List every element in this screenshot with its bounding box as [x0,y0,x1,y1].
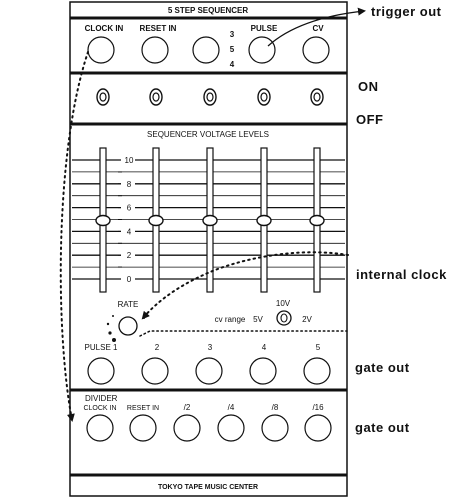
clock-in-jack[interactable] [87,36,115,64]
step-label-4: 4 [230,60,235,69]
panel-footer: TOKYO TAPE MUSIC CENTER [158,484,258,491]
toggle-switch-4[interactable] [257,88,271,106]
cv-range-2v: 2V [302,315,312,324]
toggle-switch-3[interactable] [203,88,217,106]
slider-knob-5[interactable] [309,214,325,227]
gate-out-jack-4[interactable] [249,357,277,385]
step-label-3: 3 [230,30,235,39]
step-label-5: 5 [230,45,235,54]
scale-label: 6 [127,204,132,213]
slider-knob-1[interactable] [95,214,111,227]
pulse-out-jack[interactable] [248,36,276,64]
slider-knob-4[interactable] [256,214,272,227]
scale-label: 10 [125,156,134,165]
cv-range-5v: 5V [253,315,263,324]
off-annotation: OFF [356,112,384,127]
on-annotation: ON [358,79,379,94]
cv-label: CV [312,24,324,33]
scale-label: 0 [127,275,132,284]
internal-clock-bus [139,330,348,337]
toggle-switch-1[interactable] [96,88,110,106]
divider-div4-jack[interactable] [217,414,245,442]
scale-label: 8 [127,180,132,189]
reset-in-label: RESET IN [140,24,177,33]
gate-out-jack-3[interactable] [195,357,223,385]
gate-out-jack-2[interactable] [141,357,169,385]
divider-div2-label: /2 [184,403,191,412]
internal-clock-annotation: internal clock [356,267,447,282]
scale-label-bg [121,226,135,237]
scale-label: 4 [127,227,132,236]
divider-title: DIVIDER [85,394,118,403]
slider-knob-3[interactable] [202,214,218,227]
gate-out-annotation-1: gate out [355,360,410,375]
scale-label-bg [121,178,135,189]
reset-in-jack[interactable] [141,36,169,64]
trigger-out-arrow [267,7,366,47]
divider-reset-in-jack[interactable] [129,414,157,442]
scale-label: 2 [127,251,132,260]
gate-label-1: PULSE 1 [85,343,118,352]
toggle-switch-2[interactable] [149,88,163,106]
scale-label-bg [121,250,135,261]
scale-label-bg [121,155,135,165]
rate-knob[interactable] [118,316,138,336]
gate-label-4: 4 [262,343,267,352]
divider-div2-jack[interactable] [173,414,201,442]
pulse-label: PULSE [251,24,278,33]
cv-out-jack[interactable] [302,36,330,64]
gate-label-2: 2 [155,343,160,352]
gate-out-annotation-2: gate out [355,420,410,435]
gate-out-jack-1[interactable] [87,357,115,385]
divider-div16-jack[interactable] [304,414,332,442]
panel-title: 5 STEP SEQUENCER [168,6,249,15]
scale-label-bg [121,202,135,213]
divider-div8-jack[interactable] [261,414,289,442]
cv-range-label: cv range [215,315,246,324]
step-count-knob[interactable] [192,36,220,64]
scale-label-bg [121,274,135,284]
toggle-switches [96,88,324,106]
divider-div4-label: /4 [228,403,235,412]
divider-div8-label: /8 [272,403,279,412]
divider-div16-label: /16 [312,403,324,412]
gate-label-5: 5 [316,343,321,352]
cv-range-switch[interactable] [276,310,292,326]
clock-in-label: CLOCK IN [85,24,124,33]
slider-tracks [95,147,325,293]
divider-clock-in-jack[interactable] [86,414,114,442]
gate-out-jack-5[interactable] [303,357,331,385]
slider-section-title: SEQUENCER VOLTAGE LEVELS [147,130,269,139]
rate-label: RATE [118,300,139,309]
divider-clock-in-label: CLOCK IN [83,405,116,412]
slider-knob-2[interactable] [148,214,164,227]
clock-patch-arrow [59,51,89,422]
trigger-out-annotation: trigger out [371,4,442,19]
cv-range-10v: 10V [276,299,291,308]
divider-reset-in-label: RESET IN [127,405,159,412]
toggle-switch-5[interactable] [310,88,324,106]
gate-label-3: 3 [208,343,213,352]
